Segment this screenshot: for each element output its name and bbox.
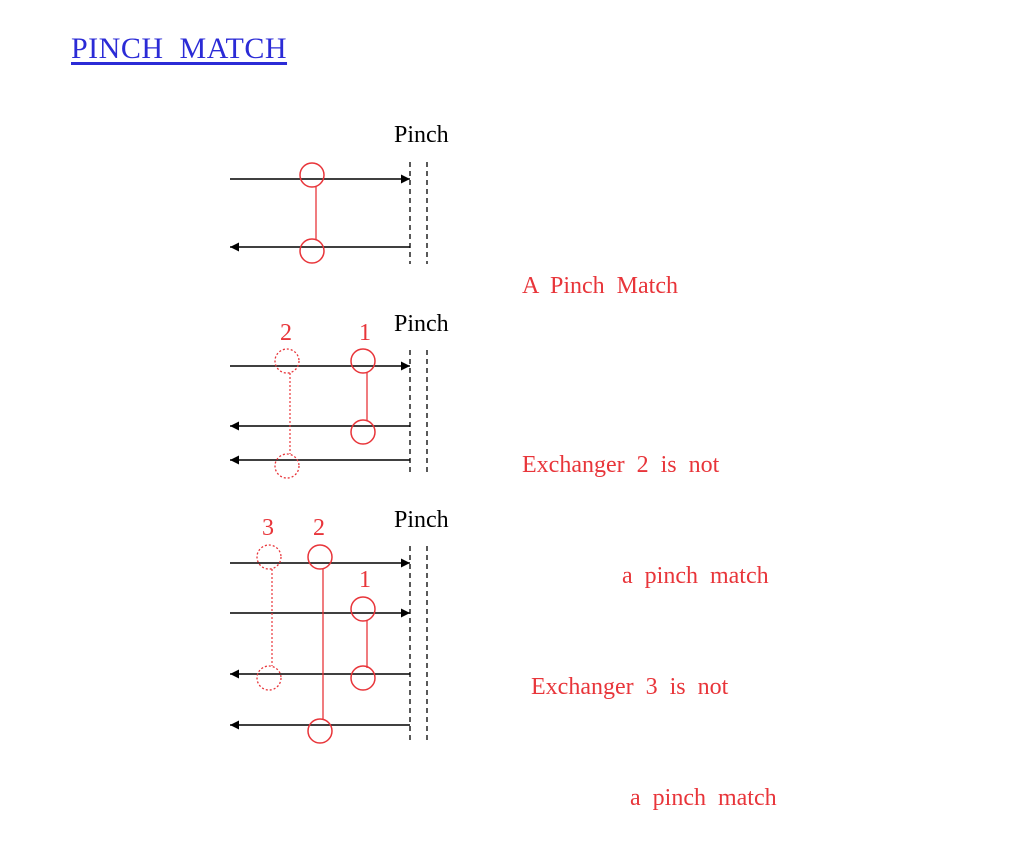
- exchanger-label: 1: [359, 320, 371, 346]
- pinch-label: Pinch: [394, 122, 449, 148]
- panel-2: Pinch 2 1: [230, 311, 449, 479]
- exchanger-node: [350, 419, 376, 445]
- caption-panel-3: Exchanger 3 is not a pinch match: [531, 595, 777, 854]
- exchanger-node: [350, 665, 376, 691]
- caption-line: a pinch match: [630, 785, 777, 811]
- exchanger-node: [350, 596, 376, 622]
- page-title: PINCH MATCH: [71, 32, 288, 65]
- exchanger-node: [256, 665, 282, 691]
- panel-1: Pinch: [230, 122, 449, 264]
- exchanger-label: 3: [262, 515, 274, 541]
- pinch-diagrams: Pinch Pinch 2 1 Pinch 3 2 1: [230, 122, 449, 744]
- exchanger-node: [350, 348, 376, 374]
- panel-3: Pinch 3 2 1: [230, 507, 449, 744]
- caption-panel-1: A Pinch Match: [522, 194, 678, 342]
- exchanger-node: [256, 544, 282, 570]
- exchanger-node: [274, 453, 300, 479]
- caption-panel-2: Exchanger 2 is not a pinch match: [522, 373, 769, 632]
- caption-line: Exchanger 3 is not: [531, 674, 729, 700]
- pinch-label: Pinch: [394, 311, 449, 337]
- pinch-label: Pinch: [394, 507, 449, 533]
- caption-line: Exchanger 2 is not: [522, 452, 720, 478]
- exchanger-label: 2: [280, 320, 292, 346]
- exchanger-node: [307, 718, 333, 744]
- exchanger-node: [299, 162, 325, 188]
- exchanger-node: [307, 544, 333, 570]
- caption-line: a pinch match: [622, 563, 769, 589]
- exchanger-label: 2: [313, 515, 325, 541]
- caption-line: A Pinch Match: [522, 273, 678, 299]
- exchanger-label: 1: [359, 567, 371, 593]
- exchanger-node: [274, 348, 300, 374]
- exchanger-node: [299, 238, 325, 264]
